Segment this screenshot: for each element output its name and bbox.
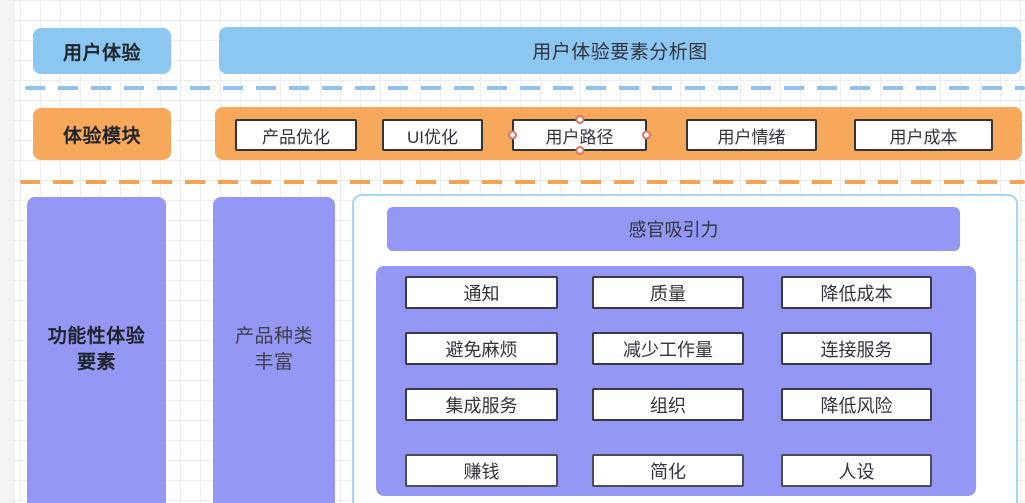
node-module-user-path-selected[interactable]: 用户路径: [508, 115, 651, 155]
node-module-row-label[interactable]: 体验模块: [33, 108, 171, 160]
node-item-quality[interactable]: 质量: [592, 276, 744, 309]
node-analysis-title[interactable]: 用户体验要素分析图: [219, 27, 1021, 74]
selection-handle-left-icon[interactable]: [508, 130, 517, 140]
node-module-product-optimization[interactable]: 产品优化: [235, 119, 357, 151]
node-item-avoid-trouble[interactable]: 避免麻烦: [405, 332, 558, 365]
node-sensory-appeal-header[interactable]: 感官吸引力: [387, 207, 960, 251]
node-item-reduce-risk[interactable]: 降低风险: [781, 388, 932, 421]
node-module-user-path-label: 用户路径: [545, 127, 614, 147]
divider-dashed-blue: [25, 86, 1025, 90]
node-item-reduce-workload[interactable]: 减少工作量: [592, 332, 744, 365]
node-product-variety[interactable]: 产品种类丰富: [213, 197, 335, 503]
node-item-organization[interactable]: 组织: [592, 388, 744, 421]
selection-handle-right-icon[interactable]: [642, 130, 651, 140]
node-module-ui-optimization[interactable]: UI优化: [382, 119, 483, 151]
canvas-left-edge: [0, 0, 14, 503]
node-item-connect-services[interactable]: 连接服务: [781, 332, 932, 365]
node-item-make-money[interactable]: 赚钱: [405, 454, 558, 487]
node-item-integrated-services[interactable]: 集成服务: [405, 388, 558, 421]
node-item-notification[interactable]: 通知: [405, 276, 558, 309]
node-module-user-cost[interactable]: 用户成本: [854, 119, 993, 151]
product-variety-text: 产品种类丰富: [234, 326, 313, 373]
node-functional-elements-label[interactable]: 功能性体验要素: [27, 197, 166, 503]
divider-dashed-orange: [20, 180, 1025, 184]
selection-handle-bottom-icon[interactable]: [575, 146, 584, 155]
selection-handle-top-icon[interactable]: [575, 115, 584, 124]
functional-elements-text: 功能性体验要素: [47, 326, 146, 373]
node-item-persona[interactable]: 人设: [781, 454, 932, 487]
node-user-experience-label[interactable]: 用户体验: [33, 28, 171, 74]
module-group-container[interactable]: 产品优化 UI优化 用户路径 用户情绪 用户成本: [215, 107, 1022, 160]
node-item-reduce-cost[interactable]: 降低成本: [781, 276, 932, 309]
node-item-simplify[interactable]: 简化: [592, 454, 744, 487]
sensory-appeal-items-panel[interactable]: 通知 质量 降低成本 避免麻烦 减少工作量 连接服务 集成服务 组织 降低风险 …: [376, 266, 976, 496]
sensory-appeal-group-frame[interactable]: 感官吸引力 通知 质量 降低成本 避免麻烦 减少工作量 连接服务 集成服务 组织…: [352, 194, 1018, 503]
node-module-user-emotion[interactable]: 用户情绪: [686, 119, 817, 151]
